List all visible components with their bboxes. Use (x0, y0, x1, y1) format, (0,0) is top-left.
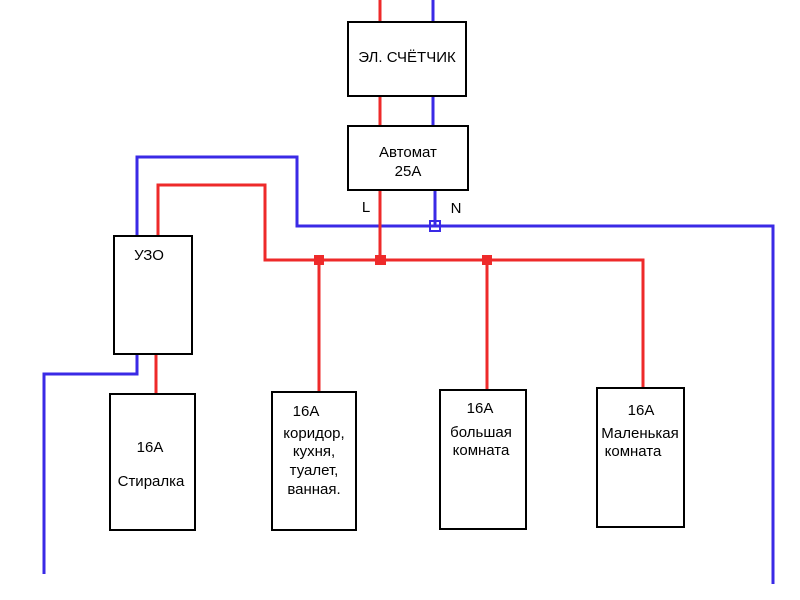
meter-label: ЭЛ. СЧЁТЧИК (358, 49, 456, 66)
meter-box: ЭЛ. СЧЁТЧИК (347, 21, 467, 97)
neutral-rcd-out (42, 354, 139, 574)
rcd-outline (113, 235, 193, 355)
circuit-name-line: Стиралка (118, 473, 185, 490)
circuit-rating: 16А (628, 402, 655, 419)
circuit-outline (596, 387, 685, 528)
circuit-rating: 16А (137, 439, 164, 456)
circuit-outline (109, 393, 196, 531)
circuit-name-line: Маленькая (601, 425, 679, 442)
circuit-name-line: большая (450, 424, 512, 441)
circuit-rating: 16А (293, 403, 320, 420)
circuit-name-line: туалет, (290, 462, 339, 479)
circuit-outline (439, 389, 527, 530)
main-breaker-label: Автомат (379, 144, 437, 161)
neutral-wires (42, 0, 775, 584)
phase-junction-node (482, 255, 492, 265)
circuit-box-small-room: 16А Маленькая комната (596, 387, 685, 528)
rcd-box: УЗО (113, 235, 193, 355)
main-breaker-outline (347, 125, 469, 191)
terminal-neutral-label: N (451, 200, 462, 217)
terminal-phase-label: L (362, 199, 370, 216)
phase-junction-node (314, 255, 324, 265)
main-breaker-rating: 25А (395, 163, 422, 180)
neutral-junction-node (429, 220, 441, 232)
circuit-name-line: ванная. (287, 481, 340, 498)
phase-bus (156, 183, 645, 388)
circuit-name-line: комната (605, 443, 662, 460)
circuit-rating: 16А (467, 400, 494, 417)
neutral-bus (135, 155, 775, 584)
circuit-name-line: комната (453, 442, 510, 459)
phase-junction-node (375, 255, 386, 265)
circuit-name-line: кухня, (293, 443, 335, 460)
circuit-outline (271, 391, 357, 531)
circuit-box-corridor: 16А коридор, кухня, туалет, ванная. (271, 391, 357, 531)
circuit-box-big-room: 16А большая комната (439, 389, 527, 530)
rcd-label: УЗО (134, 247, 164, 264)
main-breaker-box: Автомат 25А (347, 125, 469, 191)
circuit-box-washer: 16А Стиралка (109, 393, 196, 531)
circuit-name-line: коридор, (283, 425, 344, 442)
phase-wires (154, 0, 645, 394)
meter-outline (347, 21, 467, 97)
